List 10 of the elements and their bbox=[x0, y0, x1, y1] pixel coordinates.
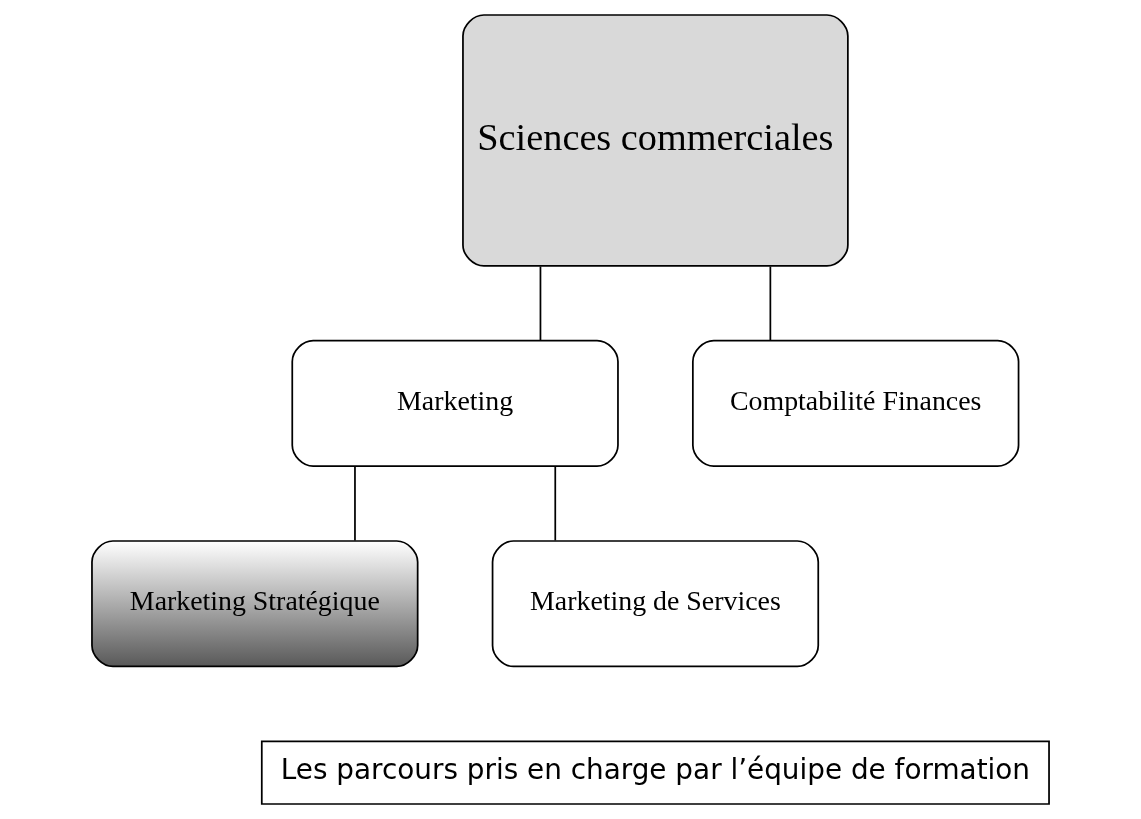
connector bbox=[769, 265, 772, 342]
node-box: Sciences commerciales bbox=[462, 14, 849, 267]
connector bbox=[354, 465, 356, 542]
connector bbox=[539, 265, 542, 342]
node-box: Les parcours pris en charge par l’équipe de formation bbox=[260, 740, 1050, 805]
node-box: Marketing bbox=[291, 339, 619, 467]
node-box: Marketing Stratégique bbox=[91, 540, 419, 668]
node-box: Marketing de Services bbox=[491, 540, 820, 668]
node-box: Comptabilité Finances bbox=[692, 339, 1020, 467]
connector bbox=[554, 465, 557, 542]
